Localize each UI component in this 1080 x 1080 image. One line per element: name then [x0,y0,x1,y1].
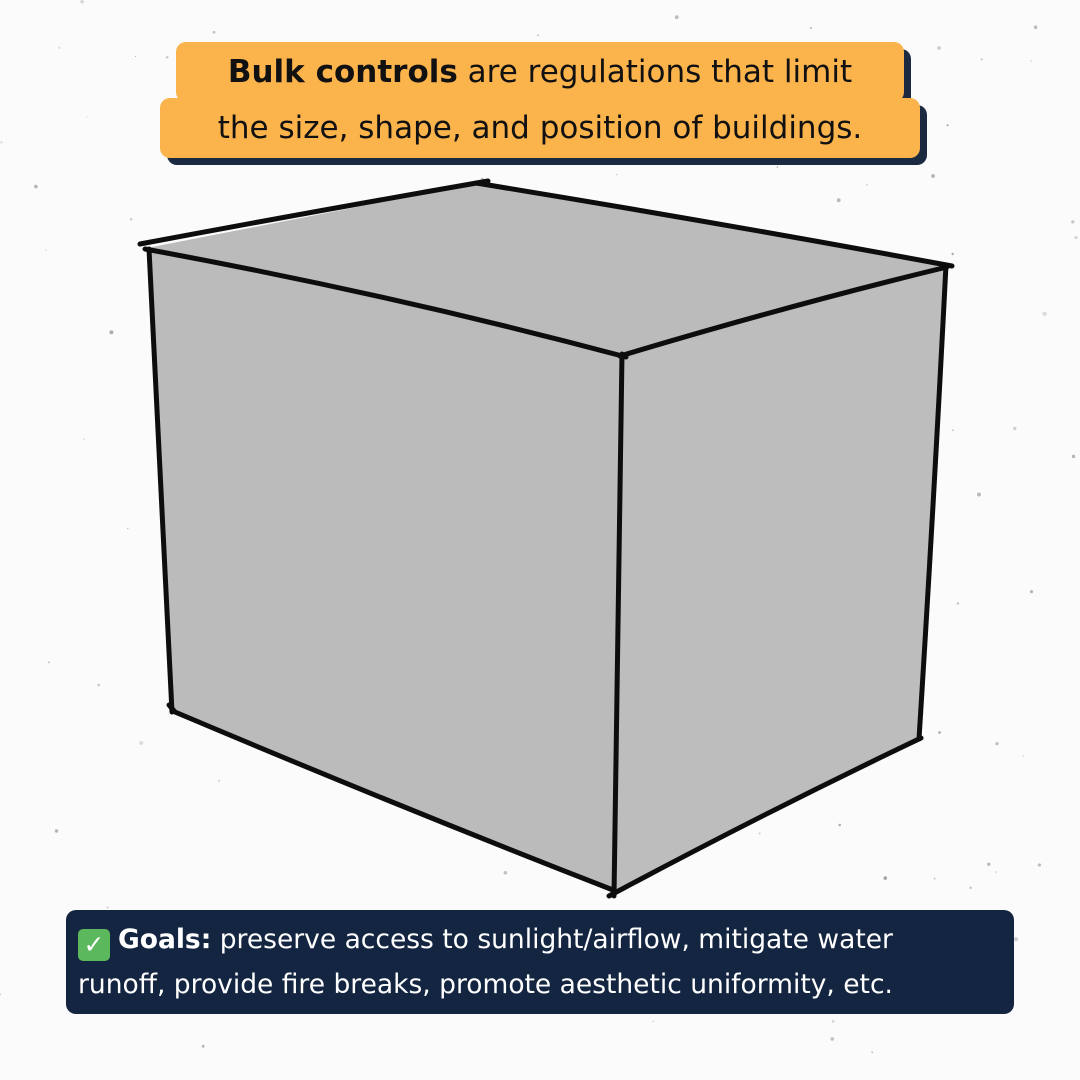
speckle [217,779,221,782]
speckle [776,166,779,168]
caption-line-1-text: Bulk controls are regulations that limit [176,42,904,102]
speckle [1030,60,1032,62]
speckle [951,429,954,432]
speckle [871,1051,874,1054]
goals-panel: ✓ Goals: preserve access to sunlight/airf… [66,910,1014,1014]
goals-line-1: ✓ Goals: preserve access to sunlight/airf… [78,917,1004,962]
speckle [1042,311,1047,316]
caption-line-1-rest: are regulations that limit [457,54,853,90]
caption-line-2-highlight [160,98,920,158]
speckle [201,1044,205,1048]
speckle [129,217,133,221]
speckle [85,116,88,118]
speckle [937,46,941,50]
speckle [674,15,679,20]
speckle [503,871,508,875]
caption-line-2: the size, shape, and position of buildin… [160,98,927,165]
speckle [80,0,84,4]
speckle [54,829,59,833]
speckle [951,252,954,256]
goals-line-1-text: preserve access to sunlight/airflow, mit… [211,924,893,955]
speckle [809,27,812,30]
cube-top-face [147,182,947,356]
speckle [0,141,3,144]
speckle [0,993,2,996]
cube-outline [137,178,955,899]
speckle [1022,754,1024,757]
goals-label: Goals: [118,924,212,955]
speckle [1029,590,1034,594]
speckle [48,661,50,664]
speckle [1013,937,1019,942]
speckle [883,876,888,880]
speckle [83,438,85,441]
speckle [34,184,38,189]
caption-term: Bulk controls [227,54,458,90]
speckle [836,198,841,203]
speckle [106,906,109,909]
speckle [139,740,144,745]
speckle [977,492,981,497]
speckle [97,683,100,687]
speckle [1071,220,1075,224]
speckle [134,55,137,58]
goals-line-2: runoff, provide fire breaks, promote aes… [78,969,893,1000]
speckle [931,174,936,178]
speckle [212,30,216,34]
speckle [109,330,114,335]
speckle [58,47,61,49]
speckle [980,58,983,61]
speckle [933,877,936,880]
speckle [995,871,997,873]
check-mark-icon: ✓ [78,929,110,961]
caption-line-2-text: the size, shape, and position of buildin… [217,110,863,146]
speckle [615,173,618,176]
speckle [938,731,941,734]
speckle [831,1020,835,1023]
speckle [1012,426,1017,431]
speckle [165,55,169,59]
speckle [838,823,841,827]
speckle [1071,454,1076,459]
speckle [758,832,761,835]
speckle [995,741,999,746]
speckle [956,602,960,605]
speckle [1074,235,1078,240]
speckle [1037,863,1042,867]
speckle [127,527,129,530]
speckle [969,886,972,889]
speckle [652,1020,655,1023]
speckle [946,124,949,127]
speckle [1033,25,1038,30]
cube-right-face [613,266,947,893]
cube-left-face [147,248,624,893]
caption-line-1-highlight [176,42,904,102]
speckle [866,184,868,186]
speckle [830,1037,835,1041]
speckle [45,249,47,252]
speckle [987,862,991,866]
speckle [537,34,539,37]
